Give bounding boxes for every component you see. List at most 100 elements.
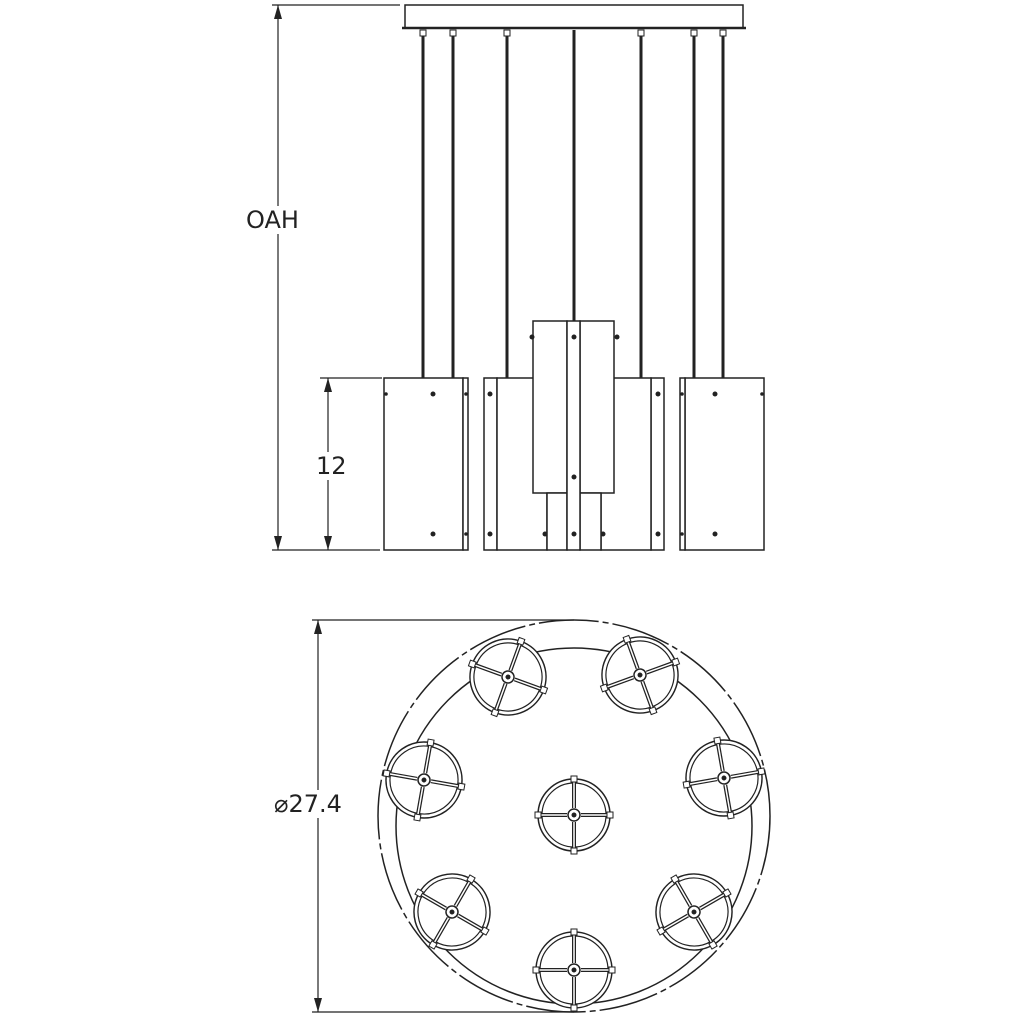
fixture-plan [467, 636, 549, 718]
spoke [532, 966, 540, 974]
spoke [474, 664, 502, 676]
screw-dot [529, 334, 535, 340]
spoke [646, 662, 674, 674]
center-shade-lower-right [579, 492, 602, 551]
spoke [699, 893, 725, 910]
spoke [682, 780, 691, 789]
spoke [708, 940, 718, 950]
spoke [382, 769, 391, 778]
ring [571, 812, 577, 818]
screw-dot [712, 391, 718, 397]
spoke [457, 914, 483, 931]
screw-dot [487, 531, 493, 537]
rod-fitting [419, 29, 427, 37]
arrow-icon [274, 536, 282, 550]
spoke [539, 685, 549, 695]
arrow-icon [314, 998, 322, 1012]
spoke [713, 736, 722, 745]
ring [571, 967, 577, 973]
spoke [717, 743, 724, 772]
screw-dot [571, 334, 577, 340]
ring [449, 909, 455, 915]
rod-fitting [503, 29, 511, 37]
spoke [495, 683, 507, 711]
spoke [722, 888, 732, 898]
spoke [599, 683, 609, 693]
fixture-plan [532, 928, 616, 1012]
center-channel [566, 320, 581, 551]
spoke [454, 881, 471, 907]
center-shade-upper-left [532, 320, 568, 494]
shade-channel [483, 377, 498, 551]
screw-dot [464, 392, 468, 396]
screw-dot [712, 531, 718, 537]
spoke [417, 786, 424, 815]
rod-fitting [719, 29, 727, 37]
spoke [466, 874, 476, 884]
spoke [670, 874, 680, 884]
screw-dot [430, 391, 436, 397]
spoke [570, 1004, 578, 1012]
spoke [570, 775, 578, 783]
screw-dot [384, 392, 388, 396]
screw-dot [680, 532, 684, 536]
rod-fitting [449, 29, 457, 37]
spoke [509, 643, 521, 671]
spoke [648, 706, 658, 716]
screw-dot [571, 531, 577, 537]
spoke [663, 914, 689, 931]
screw-dot [614, 334, 620, 340]
screw-dot [487, 391, 493, 397]
spoke [430, 780, 459, 787]
spoke [726, 811, 735, 820]
shade-edge [462, 377, 469, 551]
spoke [514, 678, 542, 690]
spoke [627, 641, 639, 669]
arrow-icon [274, 5, 282, 19]
spoke [414, 888, 424, 898]
fixture-plan [534, 775, 614, 855]
spoke [421, 893, 447, 910]
shade-edge [679, 377, 686, 551]
rod-fitting [637, 29, 645, 37]
spoke [534, 811, 542, 819]
spoke [641, 681, 653, 709]
arrow-icon [314, 620, 322, 634]
ring [691, 909, 697, 915]
shade-panel [684, 377, 765, 551]
center-shade-upper-right [579, 320, 615, 494]
screw-dot [655, 391, 661, 397]
screw-dot [760, 392, 764, 396]
screw-dot [571, 474, 577, 480]
screw-dot [430, 531, 436, 537]
fixture-plan [655, 873, 733, 951]
spoke [675, 881, 692, 907]
shade-channel [650, 377, 665, 551]
shade-height-label: 12 [314, 452, 349, 480]
spoke [570, 847, 578, 855]
spoke [413, 813, 422, 822]
overall-height-label: OAH [244, 206, 301, 234]
spoke [426, 738, 435, 747]
center-shade-lower-left [546, 492, 568, 551]
spoke [467, 659, 477, 669]
screw-dot [680, 392, 684, 396]
ring [505, 674, 511, 680]
spoke [696, 917, 713, 943]
spoke [757, 767, 766, 776]
fixture-plan [682, 736, 766, 820]
spoke [516, 636, 526, 646]
ring [421, 777, 427, 783]
spoke [570, 928, 578, 936]
spoke [724, 784, 731, 813]
screw-dot [464, 532, 468, 536]
spoke [490, 708, 500, 718]
spoke [689, 778, 718, 785]
spoke [608, 966, 616, 974]
fixture-plan [413, 873, 491, 951]
arrow-icon [324, 378, 332, 392]
spoke [671, 657, 681, 667]
spoke [389, 773, 418, 780]
